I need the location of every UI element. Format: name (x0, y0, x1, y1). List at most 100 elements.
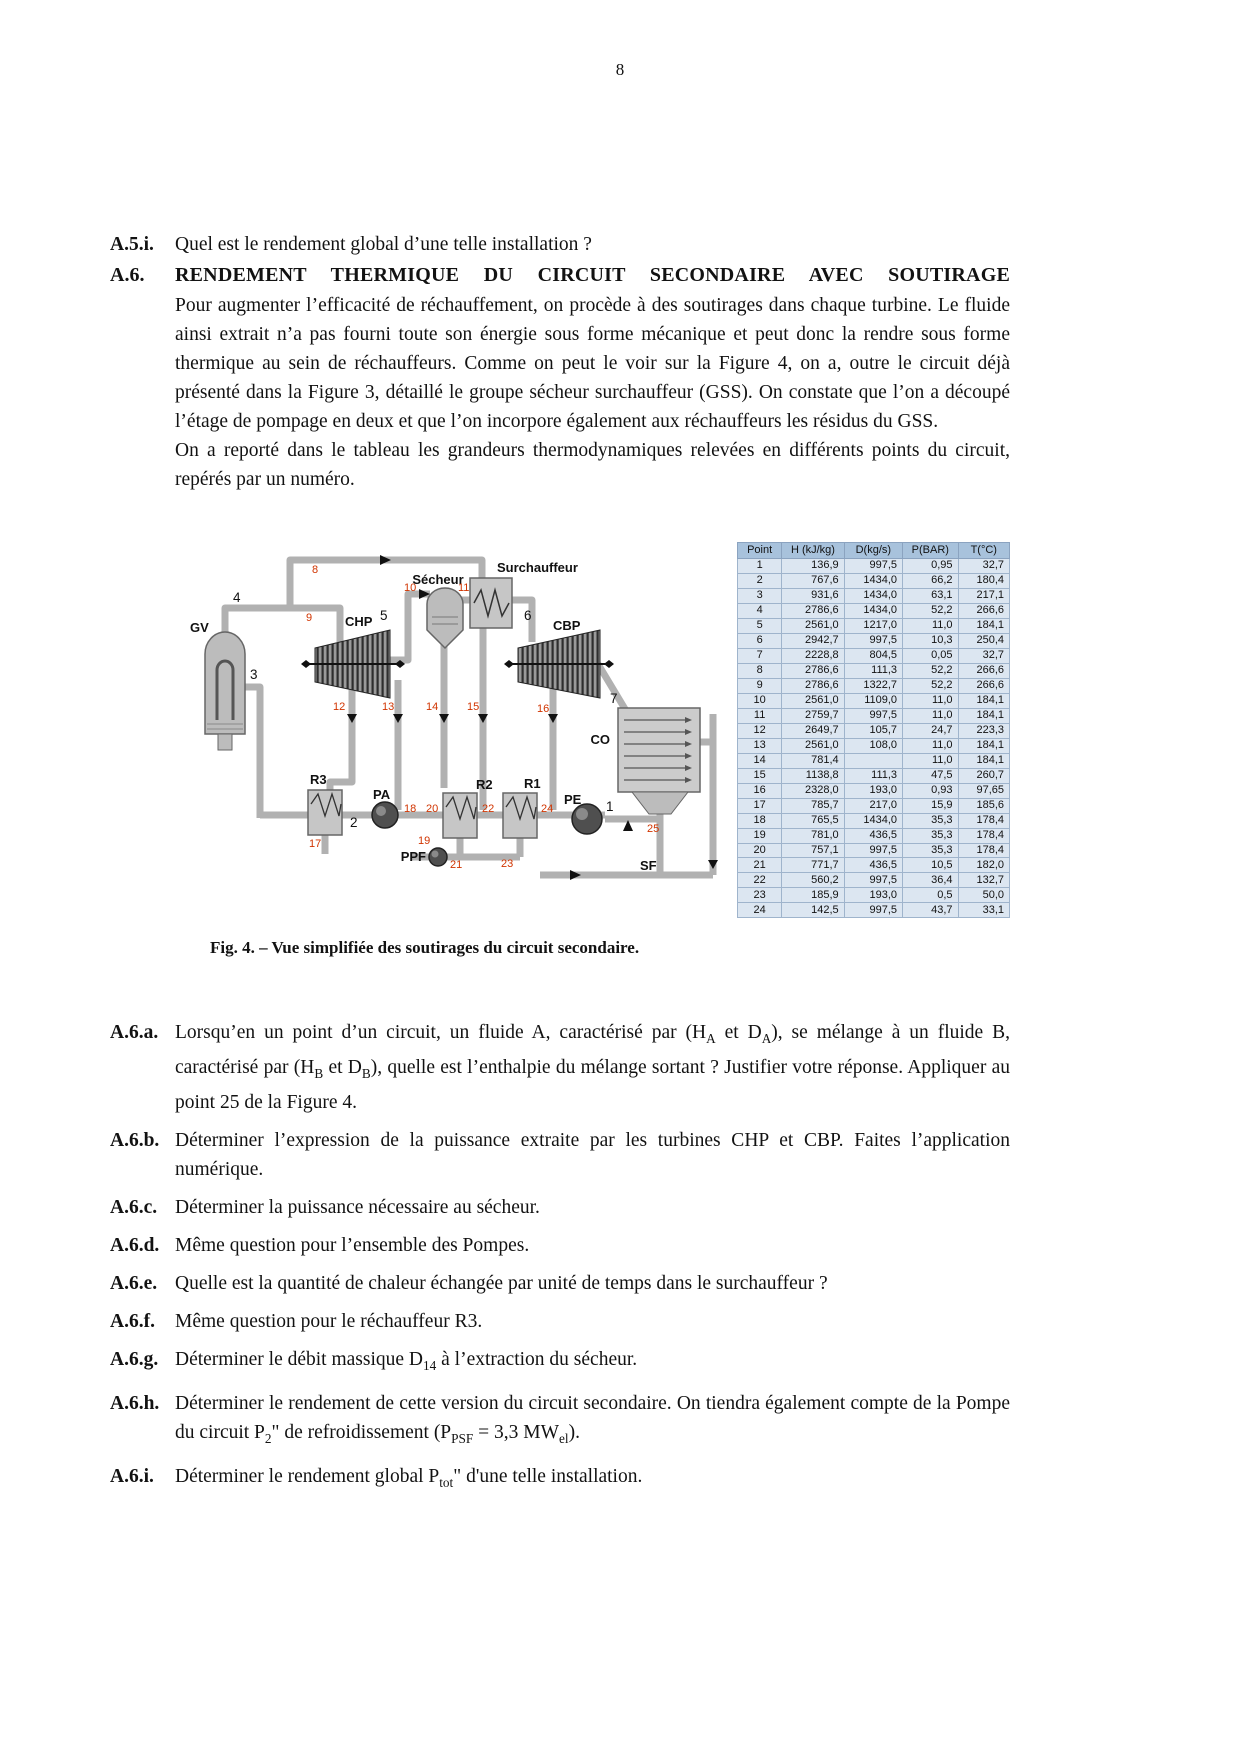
table-cell: 11,0 (902, 752, 959, 769)
table-cell: 13 (736, 737, 783, 754)
question-item: A.6.i.Déterminer le rendement global Pto… (110, 1462, 1010, 1497)
table-cell: 2649,7 (781, 722, 845, 739)
question-item: A.6.e.Quelle est la quantité de chaleur … (110, 1269, 1010, 1298)
table-cell: 24 (736, 902, 783, 919)
table-cell: 260,7 (957, 767, 1011, 784)
diagram-point-11: 11 (458, 582, 469, 594)
table-cell: 193,0 (843, 782, 904, 799)
table-cell: 36,4 (902, 872, 959, 889)
diagram-label-chp: CHP (345, 614, 373, 629)
table-cell: 11,0 (902, 737, 959, 754)
table-cell: 997,5 (843, 902, 904, 919)
table-cell: 2786,6 (781, 677, 845, 694)
table-cell: 66,2 (902, 572, 959, 589)
table-cell: 10,3 (902, 632, 959, 649)
diagram-point-9: 9 (306, 612, 312, 624)
table-cell: 436,5 (843, 857, 904, 874)
table-cell: 193,0 (843, 887, 904, 904)
diagram-point-4: 4 (233, 590, 241, 605)
table-cell: 108,0 (843, 737, 904, 754)
table-cell: 136,9 (781, 557, 845, 574)
table-header-cell: P(BAR) (902, 542, 959, 559)
pump-pe (571, 803, 603, 835)
table-cell: 142,5 (781, 902, 845, 919)
turbine-chp (301, 629, 405, 699)
question-text: Déterminer la puissance nécessaire au sé… (175, 1197, 540, 1219)
pump-pa (371, 801, 399, 829)
diagram-label-r1: R1 (524, 776, 541, 791)
table-cell: 771,7 (781, 857, 845, 874)
table-cell: 11,0 (902, 692, 959, 709)
intro-question-label: A.5.i. (110, 234, 154, 255)
table-cell: 0,95 (902, 557, 959, 574)
table-cell: 105,7 (843, 722, 904, 739)
table-cell: 0,5 (902, 887, 959, 904)
diagram-point-10: 10 (404, 582, 416, 594)
table-cell: 781,4 (781, 752, 845, 769)
steam-generator (204, 631, 246, 751)
intro-question-text: Quel est le rendement global d’une telle… (175, 234, 592, 255)
figure-caption: Fig. 4. – Vue simplifiée des soutirages … (210, 938, 640, 958)
diagram-label-secheur: Sécheur (412, 572, 463, 587)
question-item: A.6.d.Même question pour l’ensemble des … (110, 1231, 1010, 1260)
question-item: A.6.b.Déterminer l’expression de la puis… (110, 1126, 1010, 1184)
table-cell: 178,4 (957, 842, 1011, 859)
table-cell: 266,6 (957, 662, 1011, 679)
page-content: A.5.i. Quel est le rendement global d’un… (110, 230, 1010, 1497)
table-cell: 20 (736, 842, 783, 859)
table-cell: 16 (736, 782, 783, 799)
table-cell: 52,2 (902, 677, 959, 694)
questions-list: A.6.a.Lorsqu’en un point d’un circuit, u… (110, 1018, 1010, 1496)
question-text: Déterminer le débit massique D14 à l’ext… (175, 1349, 638, 1374)
table-cell: 997,5 (843, 632, 904, 649)
question-item: A.6.c.Déterminer la puissance nécessaire… (110, 1193, 1010, 1222)
diagram-point-17: 17 (309, 838, 321, 850)
section-label: A.6. (110, 264, 145, 286)
table-cell: 0,05 (902, 647, 959, 664)
table-cell: 185,6 (957, 797, 1011, 814)
table-cell: 18 (736, 812, 783, 829)
table-header-cell: D(kg/s) (843, 542, 904, 559)
table-cell: 997,5 (843, 842, 904, 859)
table-cell: 997,5 (843, 557, 904, 574)
table-cell: 1138,8 (781, 767, 845, 784)
table-header-cell: T(°C) (957, 542, 1011, 559)
question-text: Déterminer l’expression de la puissance … (175, 1130, 1010, 1181)
table-cell: 97,65 (957, 782, 1011, 799)
table-cell: 23 (736, 887, 783, 904)
diagram-point-15: 15 (467, 701, 479, 713)
table-cell: 35,3 (902, 827, 959, 844)
diagram-label-ppf: PPF (401, 849, 426, 864)
question-text: Déterminer le rendement de cette version… (175, 1393, 1010, 1446)
table-cell: 24,7 (902, 722, 959, 739)
table-cell: 1434,0 (843, 572, 904, 589)
diagram-point-2: 2 (350, 815, 358, 830)
diagram-point-12: 12 (333, 701, 345, 713)
pump-ppf (428, 847, 448, 867)
table-cell: 184,1 (957, 752, 1011, 769)
diagram-label-pa: PA (373, 787, 391, 802)
diagram-point-14: 14 (426, 701, 438, 713)
table-cell: 3 (736, 587, 783, 604)
question-text: Même question pour l’ensemble des Pompes… (175, 1235, 530, 1257)
question-label: A.6.h. (110, 1393, 160, 1415)
diagram-label-surchauffeur: Surchauffeur (497, 560, 578, 575)
table-cell: 1322,7 (843, 677, 904, 694)
table-cell: 10 (736, 692, 783, 709)
table-cell: 1434,0 (843, 602, 904, 619)
question-item: A.6.f.Même question pour le réchauffeur … (110, 1307, 1010, 1336)
